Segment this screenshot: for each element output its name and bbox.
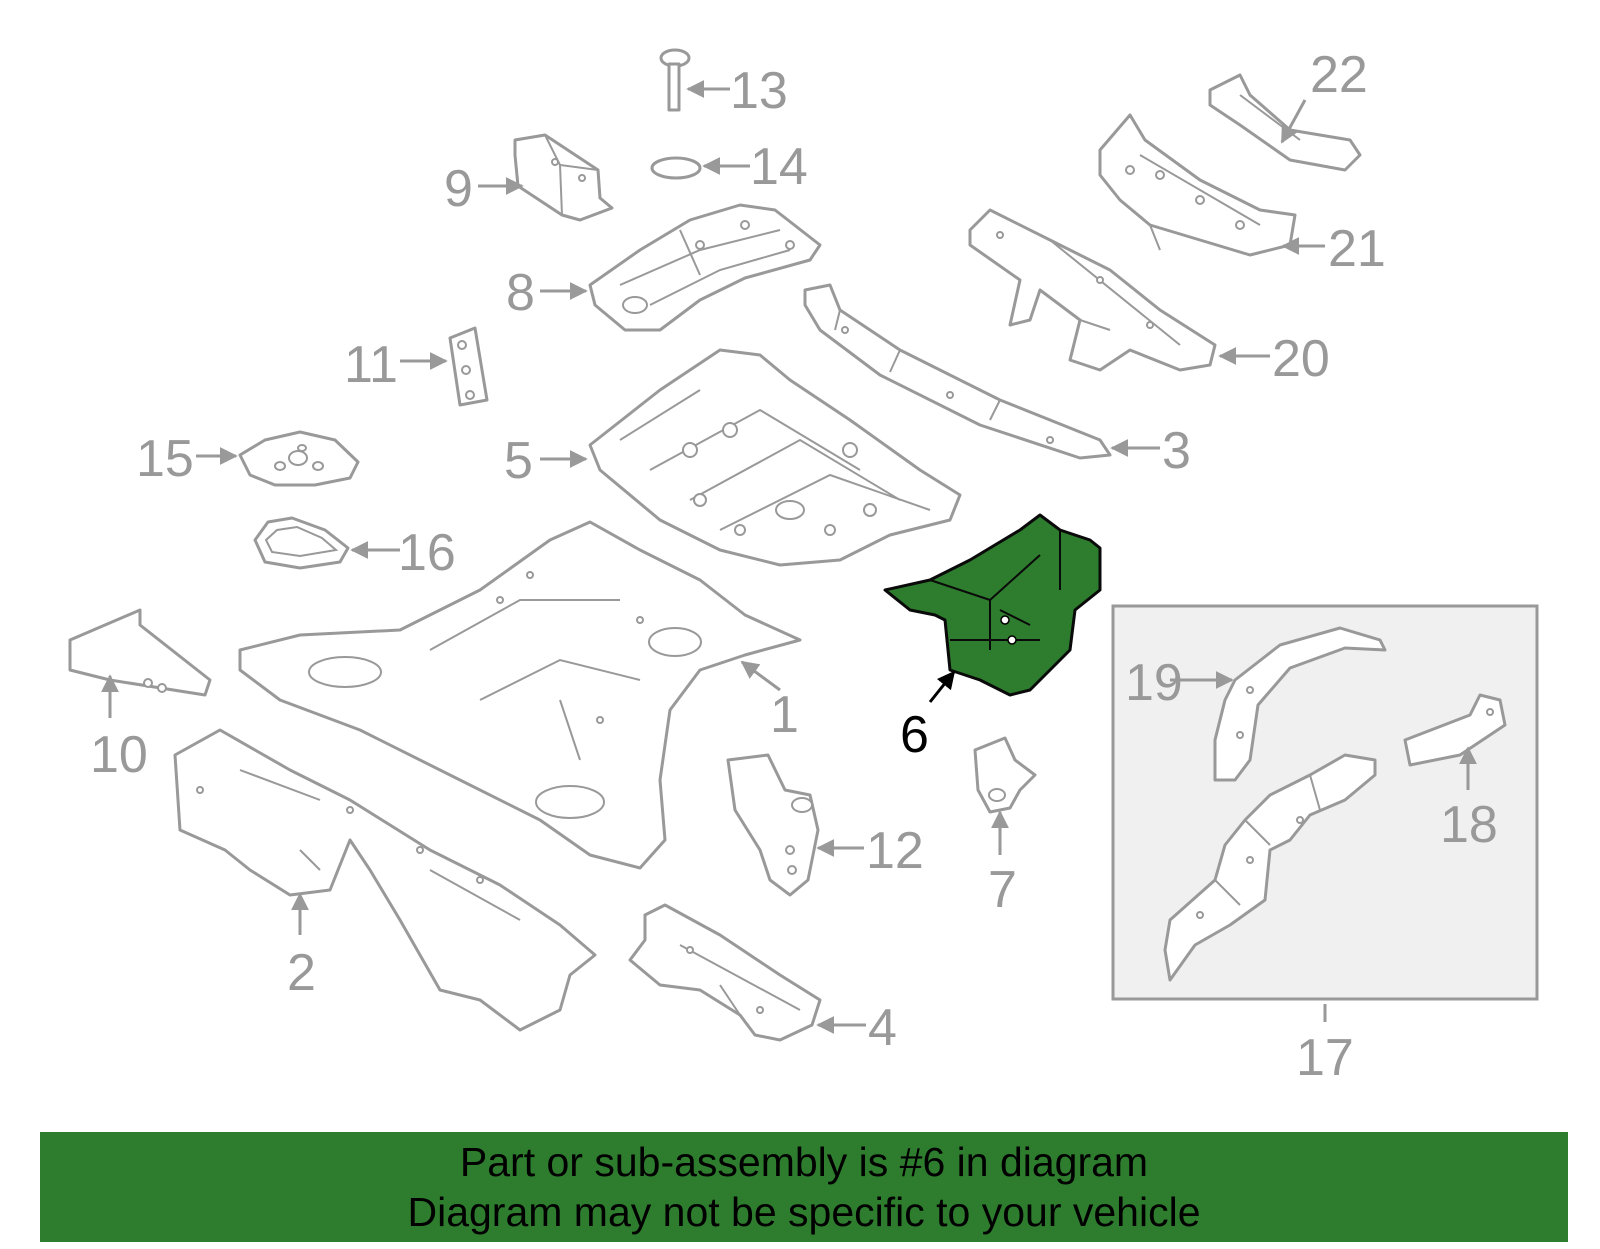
callout-16: 16 [398, 524, 456, 582]
callout-19: 19 [1125, 654, 1183, 712]
callout-3: 3 [1162, 422, 1191, 480]
part-18-extension [1403, 693, 1507, 767]
callout-20: 20 [1272, 330, 1330, 388]
callout-12: 12 [866, 822, 924, 880]
callout-18: 18 [1440, 796, 1498, 854]
part-17-wheelhouse-assembly [1163, 753, 1377, 982]
callout-15: 15 [136, 430, 194, 488]
callout-4: 4 [868, 999, 897, 1057]
part-16-seal [253, 516, 350, 570]
callout-6: 6 [900, 706, 929, 764]
callout-5: 5 [504, 432, 533, 490]
leader-lines [101, 80, 1477, 1034]
callout-8: 8 [506, 264, 535, 322]
part-11-plate [448, 326, 489, 407]
part-7-bracket [973, 736, 1037, 814]
part-10-bracket [68, 608, 212, 697]
callout-10: 10 [90, 726, 148, 784]
callout-22: 22 [1310, 46, 1368, 104]
callout-11: 11 [344, 336, 398, 394]
banner-line-1: Part or sub-assembly is #6 in diagram [459, 1139, 1149, 1185]
callout-21: 21 [1328, 220, 1386, 278]
part-2-main-rail [173, 728, 597, 1032]
part-3-cross-member [803, 283, 1112, 460]
part-15-plate [238, 430, 360, 487]
part-8-floor-panel [588, 203, 822, 332]
callout-13: 13 [730, 62, 788, 120]
info-banner: Part or sub-assembly is #6 in diagram Di… [40, 1132, 1568, 1242]
callout-1: 1 [770, 686, 799, 744]
callout-14: 14 [750, 138, 808, 196]
part-13-bolt [659, 48, 691, 112]
banner-line-2: Diagram may not be specific to your vehi… [407, 1189, 1201, 1235]
part-12-bracket [726, 753, 820, 897]
part-1-front-floor [238, 520, 802, 870]
part-5-rear-floor [588, 348, 962, 567]
callout-2: 2 [287, 944, 316, 1002]
callout-17: 17 [1296, 1029, 1354, 1087]
callout-7: 7 [988, 861, 1017, 919]
part-9-bracket [513, 133, 614, 222]
callout-9: 9 [444, 160, 473, 218]
part-6-highlighted [883, 513, 1102, 697]
part-19-inner-arch [1213, 626, 1387, 782]
part-20-side-member [968, 208, 1217, 372]
part-14-washer [650, 156, 702, 180]
part-4-member [628, 903, 822, 1042]
